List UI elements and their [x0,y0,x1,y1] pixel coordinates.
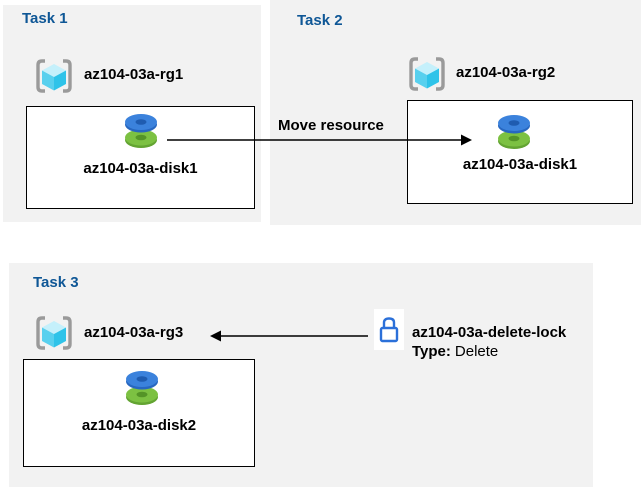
task2-disk-label: az104-03a-disk1 [462,156,578,173]
task3-disk-label: az104-03a-disk2 [81,417,197,434]
lock-type-line: Type:Delete [412,343,498,360]
lock-arrow [210,330,368,342]
task3-resource-group-label: az104-03a-rg3 [84,324,184,341]
resource-group-icon [409,57,445,91]
disk-icon [125,114,157,148]
lock-type-label: Type: [412,343,451,360]
task2-title: Task 2 [297,12,343,29]
move-resource-label: Move resource [278,117,384,134]
resource-group-icon [36,59,72,93]
task2-resource-group-label: az104-03a-rg2 [456,64,556,81]
move-resource-arrow [167,134,472,146]
resource-group-icon [36,316,72,350]
task1-disk-label: az104-03a-disk1 [83,160,198,177]
lock-icon [379,316,399,342]
lock-plate [374,309,404,350]
lock-type-value: Delete [454,343,499,360]
lock-name-label: az104-03a-delete-lock [412,324,567,341]
disk-icon [498,115,530,149]
task1-resource-group-label: az104-03a-rg1 [84,66,184,83]
task1-title: Task 1 [22,10,68,27]
disk-icon [126,371,158,405]
task3-title: Task 3 [33,274,79,291]
